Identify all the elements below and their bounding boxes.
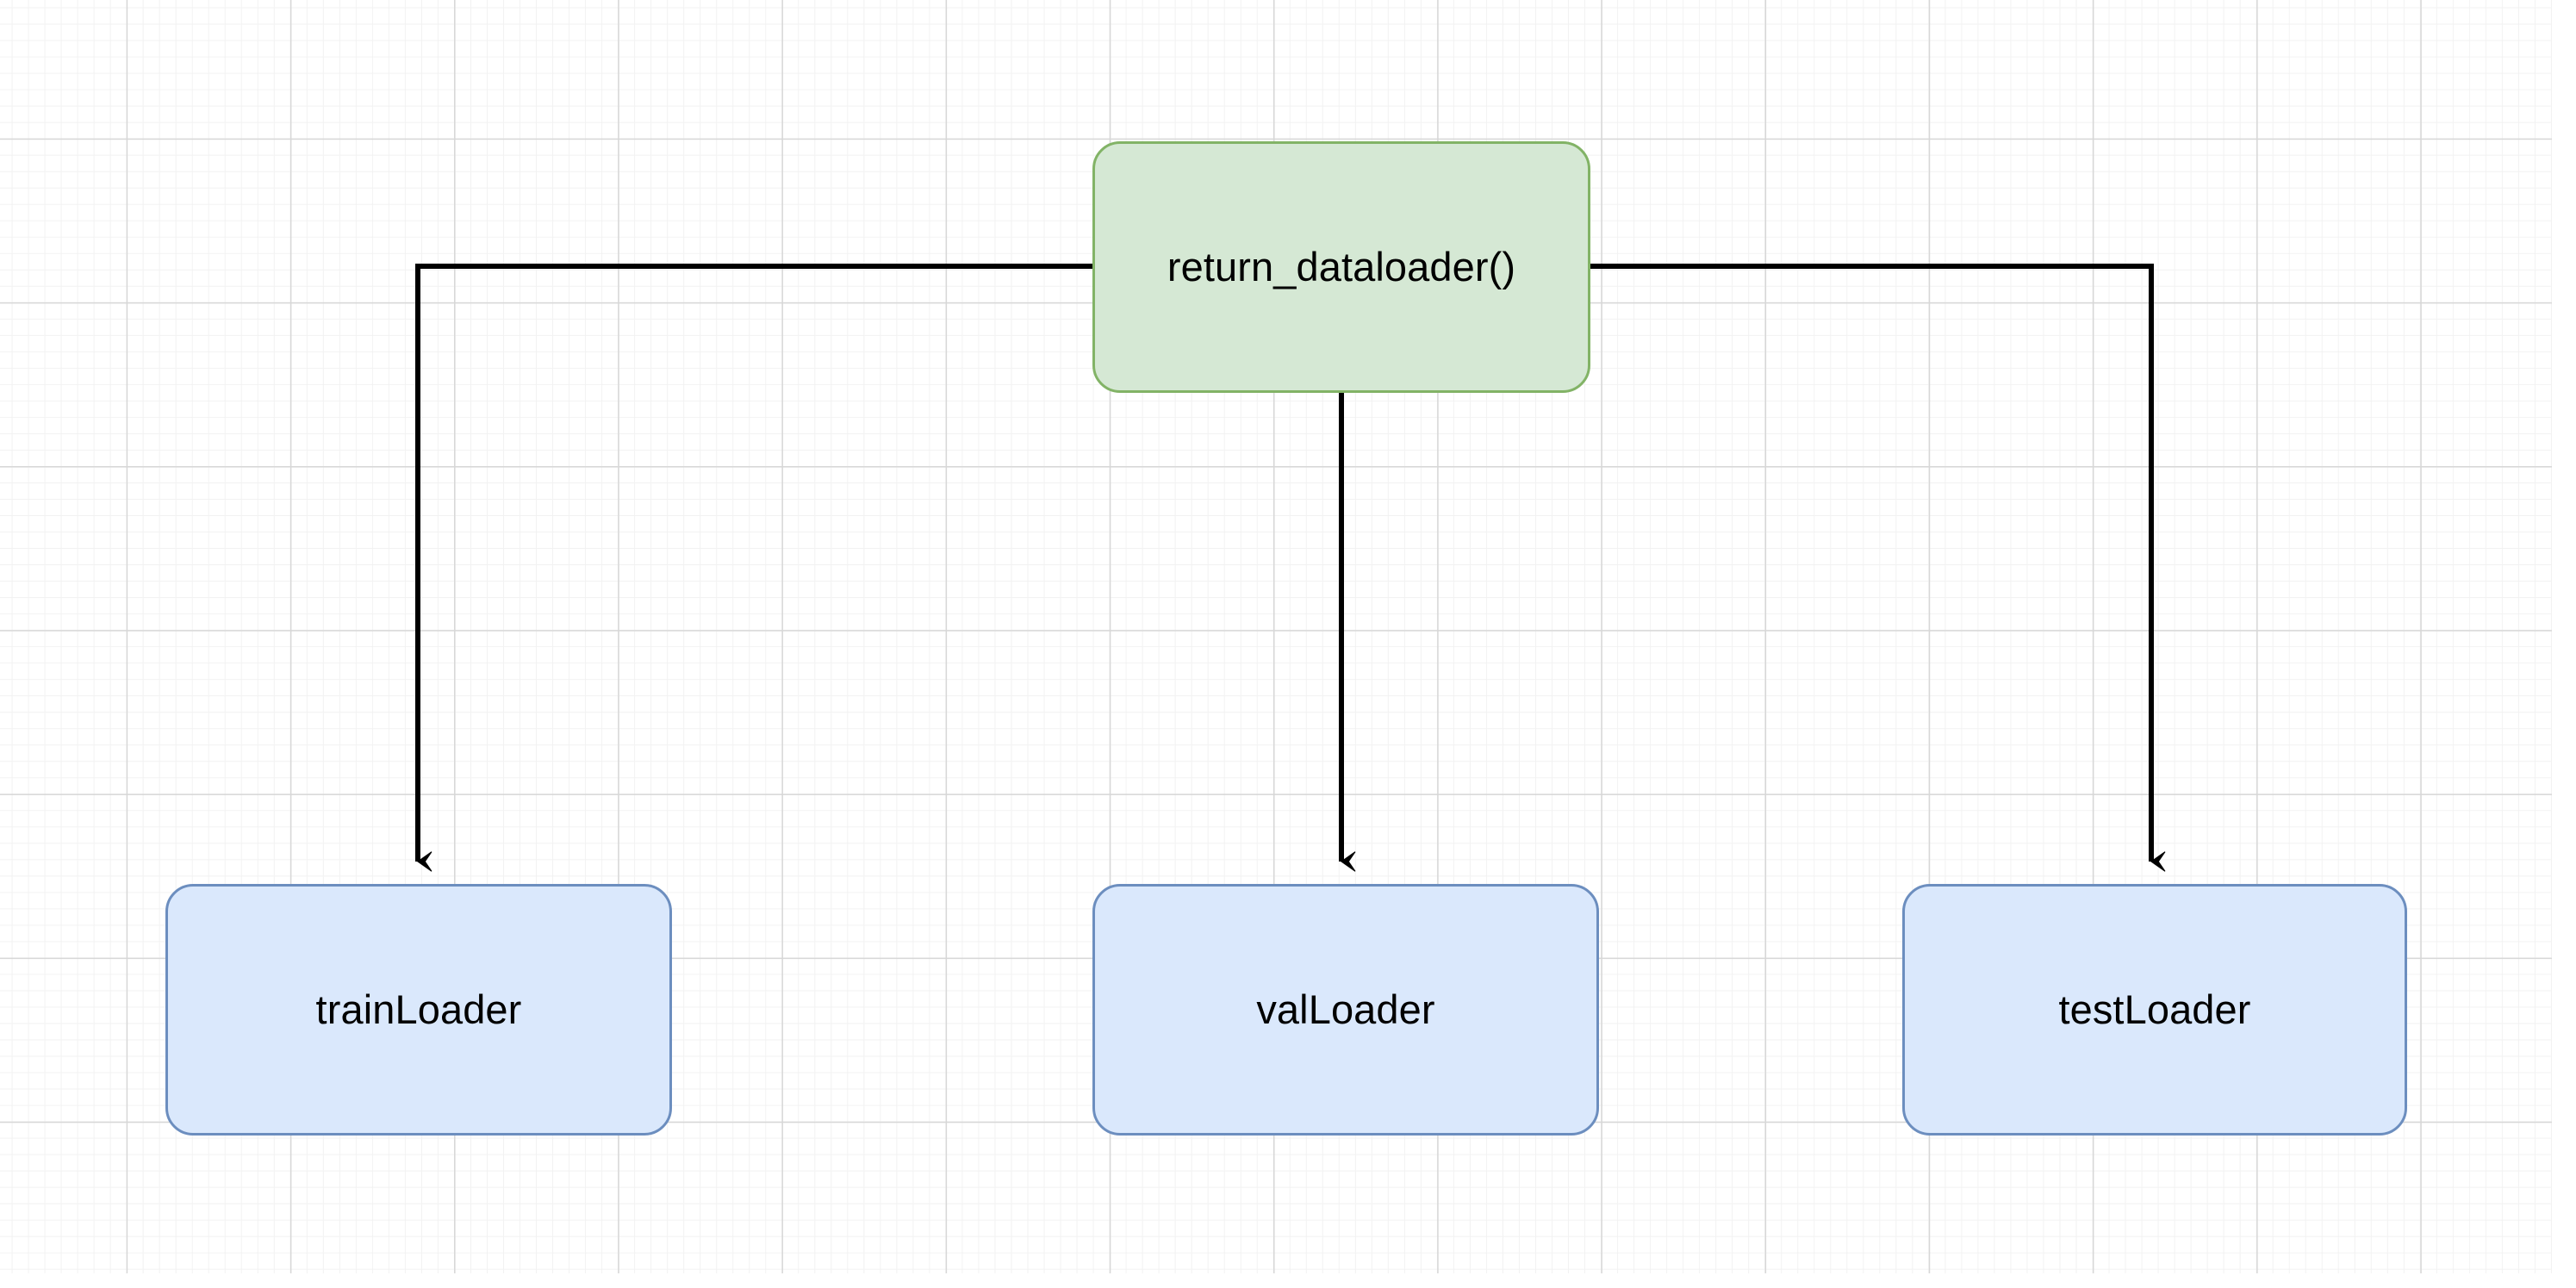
node-label-test-loader: testLoader bbox=[2058, 986, 2251, 1033]
node-return-dataloader[interactable]: return_dataloader() bbox=[1092, 141, 1590, 393]
node-label-return-dataloader: return_dataloader() bbox=[1167, 244, 1516, 290]
node-label-val-loader: valLoader bbox=[1256, 986, 1435, 1033]
node-test-loader[interactable]: testLoader bbox=[1902, 884, 2407, 1136]
node-train-loader[interactable]: trainLoader bbox=[165, 884, 672, 1136]
node-val-loader[interactable]: valLoader bbox=[1092, 884, 1599, 1136]
node-label-train-loader: trainLoader bbox=[315, 986, 522, 1033]
